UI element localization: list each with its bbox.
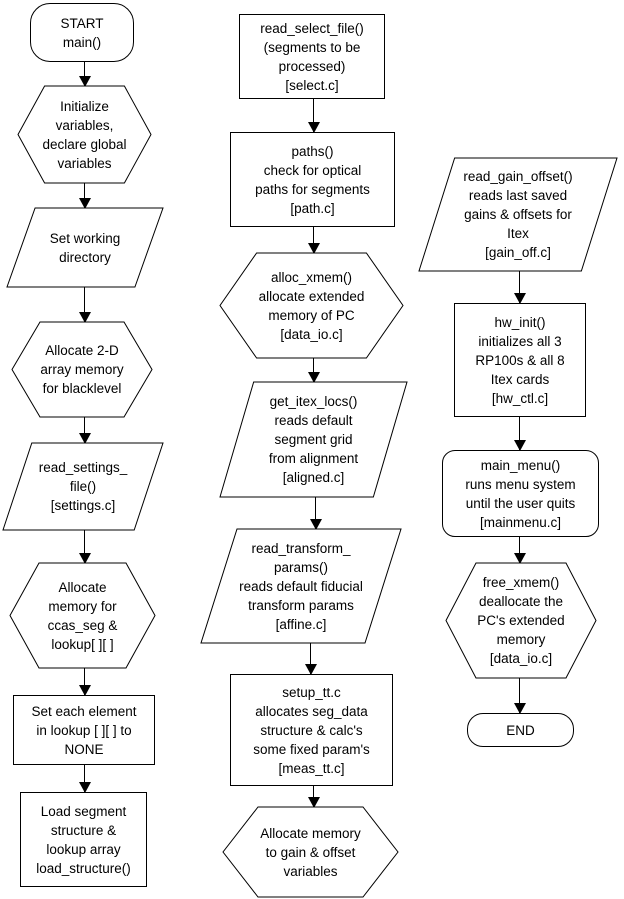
node-label: read_transform_ params() reads default f…	[239, 540, 363, 632]
node-allocate-gain-offset: Allocate memory to gain & offset variabl…	[223, 807, 398, 897]
flow-arrow-transform-to-setup	[304, 643, 317, 675]
node-label: alloc_xmem() allocate extended memory of…	[258, 269, 365, 342]
hexagon-shape	[220, 253, 403, 358]
flow-arrow-menu-to-freexmem	[513, 537, 526, 564]
node-initialize-variables: Initialize variables, declare global var…	[18, 86, 151, 183]
flow-arrow-working-to-alloc2d	[78, 287, 91, 323]
node-label: START main()	[60, 15, 104, 50]
node-main-menu: main_menu() runs menu system until the u…	[442, 450, 599, 537]
node-read-gain-offset: read_gain_offset() reads last saved gain…	[419, 158, 617, 271]
parallelogram-shape	[201, 529, 401, 643]
node-label: Allocate 2-D array memory for blacklevel	[40, 343, 124, 396]
node-alloc-xmem: alloc_xmem() allocate extended memory of…	[220, 253, 403, 358]
node-load-segment-structure: Load segment structure & lookup array lo…	[20, 792, 147, 887]
node-label: Allocate memory for ccas_seg & lookup[ ]…	[47, 579, 118, 652]
node-label: main_menu() runs menu system until the u…	[465, 457, 576, 530]
flow-arrow-xmem-to-itex	[307, 358, 320, 383]
flow-arrow-ccas-to-lookup	[78, 668, 91, 696]
node-start-terminator: START main()	[30, 3, 134, 62]
node-allocate-2d-array: Allocate 2-D array memory for blacklevel	[12, 322, 152, 417]
node-label: Set each element in lookup [ ][ ] to NON…	[31, 703, 137, 757]
node-label: END	[506, 722, 535, 738]
hexagon-shape	[10, 563, 155, 668]
flow-arrow-freexmem-to-end	[513, 678, 526, 714]
flow-arrow-settings-to-ccas	[78, 530, 91, 564]
node-label: hw_init() initializes all 3 RP100s & all…	[475, 314, 565, 406]
node-label: read_gain_offset() reads last saved gain…	[463, 169, 573, 260]
flow-arrow-itex-to-transform	[309, 497, 322, 530]
node-allocate-ccas-memory: Allocate memory for ccas_seg & lookup[ ]…	[10, 563, 155, 668]
parallelogram-shape	[419, 158, 617, 271]
hexagon-shape	[18, 86, 151, 183]
hexagon-shape	[446, 563, 596, 678]
node-set-working-directory: Set working directory	[7, 208, 163, 287]
node-paths: paths() check for optical paths for segm…	[230, 132, 395, 227]
node-end-terminator: END	[467, 713, 574, 747]
node-label: Load segment structure & lookup array lo…	[36, 803, 131, 876]
node-label: setup_tt.c allocates seg_data structure …	[253, 684, 370, 776]
parallelogram-shape	[3, 443, 163, 530]
node-get-itex-locs: get_itex_locs() reads default segment gr…	[220, 382, 407, 497]
flow-arrow-gain-to-hwinit	[513, 271, 526, 304]
node-read-select-file: read_select_file() (segments to be proce…	[239, 14, 385, 99]
flow-arrow-lookup-to-load	[78, 765, 91, 793]
flow-arrow-start-to-init	[78, 62, 91, 87]
flow-arrow-hwinit-to-menu	[513, 417, 526, 451]
hexagon-shape	[12, 322, 152, 417]
node-label: get_itex_locs() reads default segment gr…	[268, 394, 359, 485]
flow-arrow-alloc2d-to-settings	[78, 417, 91, 444]
flow-arrow-select-to-paths	[307, 99, 320, 133]
flow-arrow-init-to-working	[78, 183, 91, 209]
flow-arrow-setup-to-gain	[307, 786, 320, 808]
node-read-transform-params: read_transform_ params() reads default f…	[201, 529, 401, 643]
node-label: Initialize variables, declare global var…	[42, 98, 127, 171]
flow-arrow-paths-to-xmem	[307, 227, 320, 254]
node-label: read_select_file() (segments to be proce…	[260, 20, 364, 93]
node-set-lookup-none: Set each element in lookup [ ][ ] to NON…	[13, 695, 155, 765]
parallelogram-shape	[7, 208, 163, 287]
node-label: free_xmem() deallocate the PC's extended…	[477, 575, 565, 666]
node-label: read_settings_ file() [settings.c]	[38, 460, 128, 513]
node-read-settings-file: read_settings_ file() [settings.c]	[3, 443, 163, 530]
node-setup-tt: setup_tt.c allocates seg_data structure …	[230, 674, 393, 786]
node-free-xmem: free_xmem() deallocate the PC's extended…	[446, 563, 596, 678]
hexagon-shape	[223, 807, 398, 897]
node-label: paths() check for optical paths for segm…	[255, 143, 370, 216]
node-label: Set working directory	[49, 230, 121, 265]
node-label: Allocate memory to gain & offset variabl…	[260, 825, 361, 879]
node-hw-init: hw_init() initializes all 3 RP100s & all…	[454, 303, 586, 417]
parallelogram-shape	[220, 382, 407, 497]
